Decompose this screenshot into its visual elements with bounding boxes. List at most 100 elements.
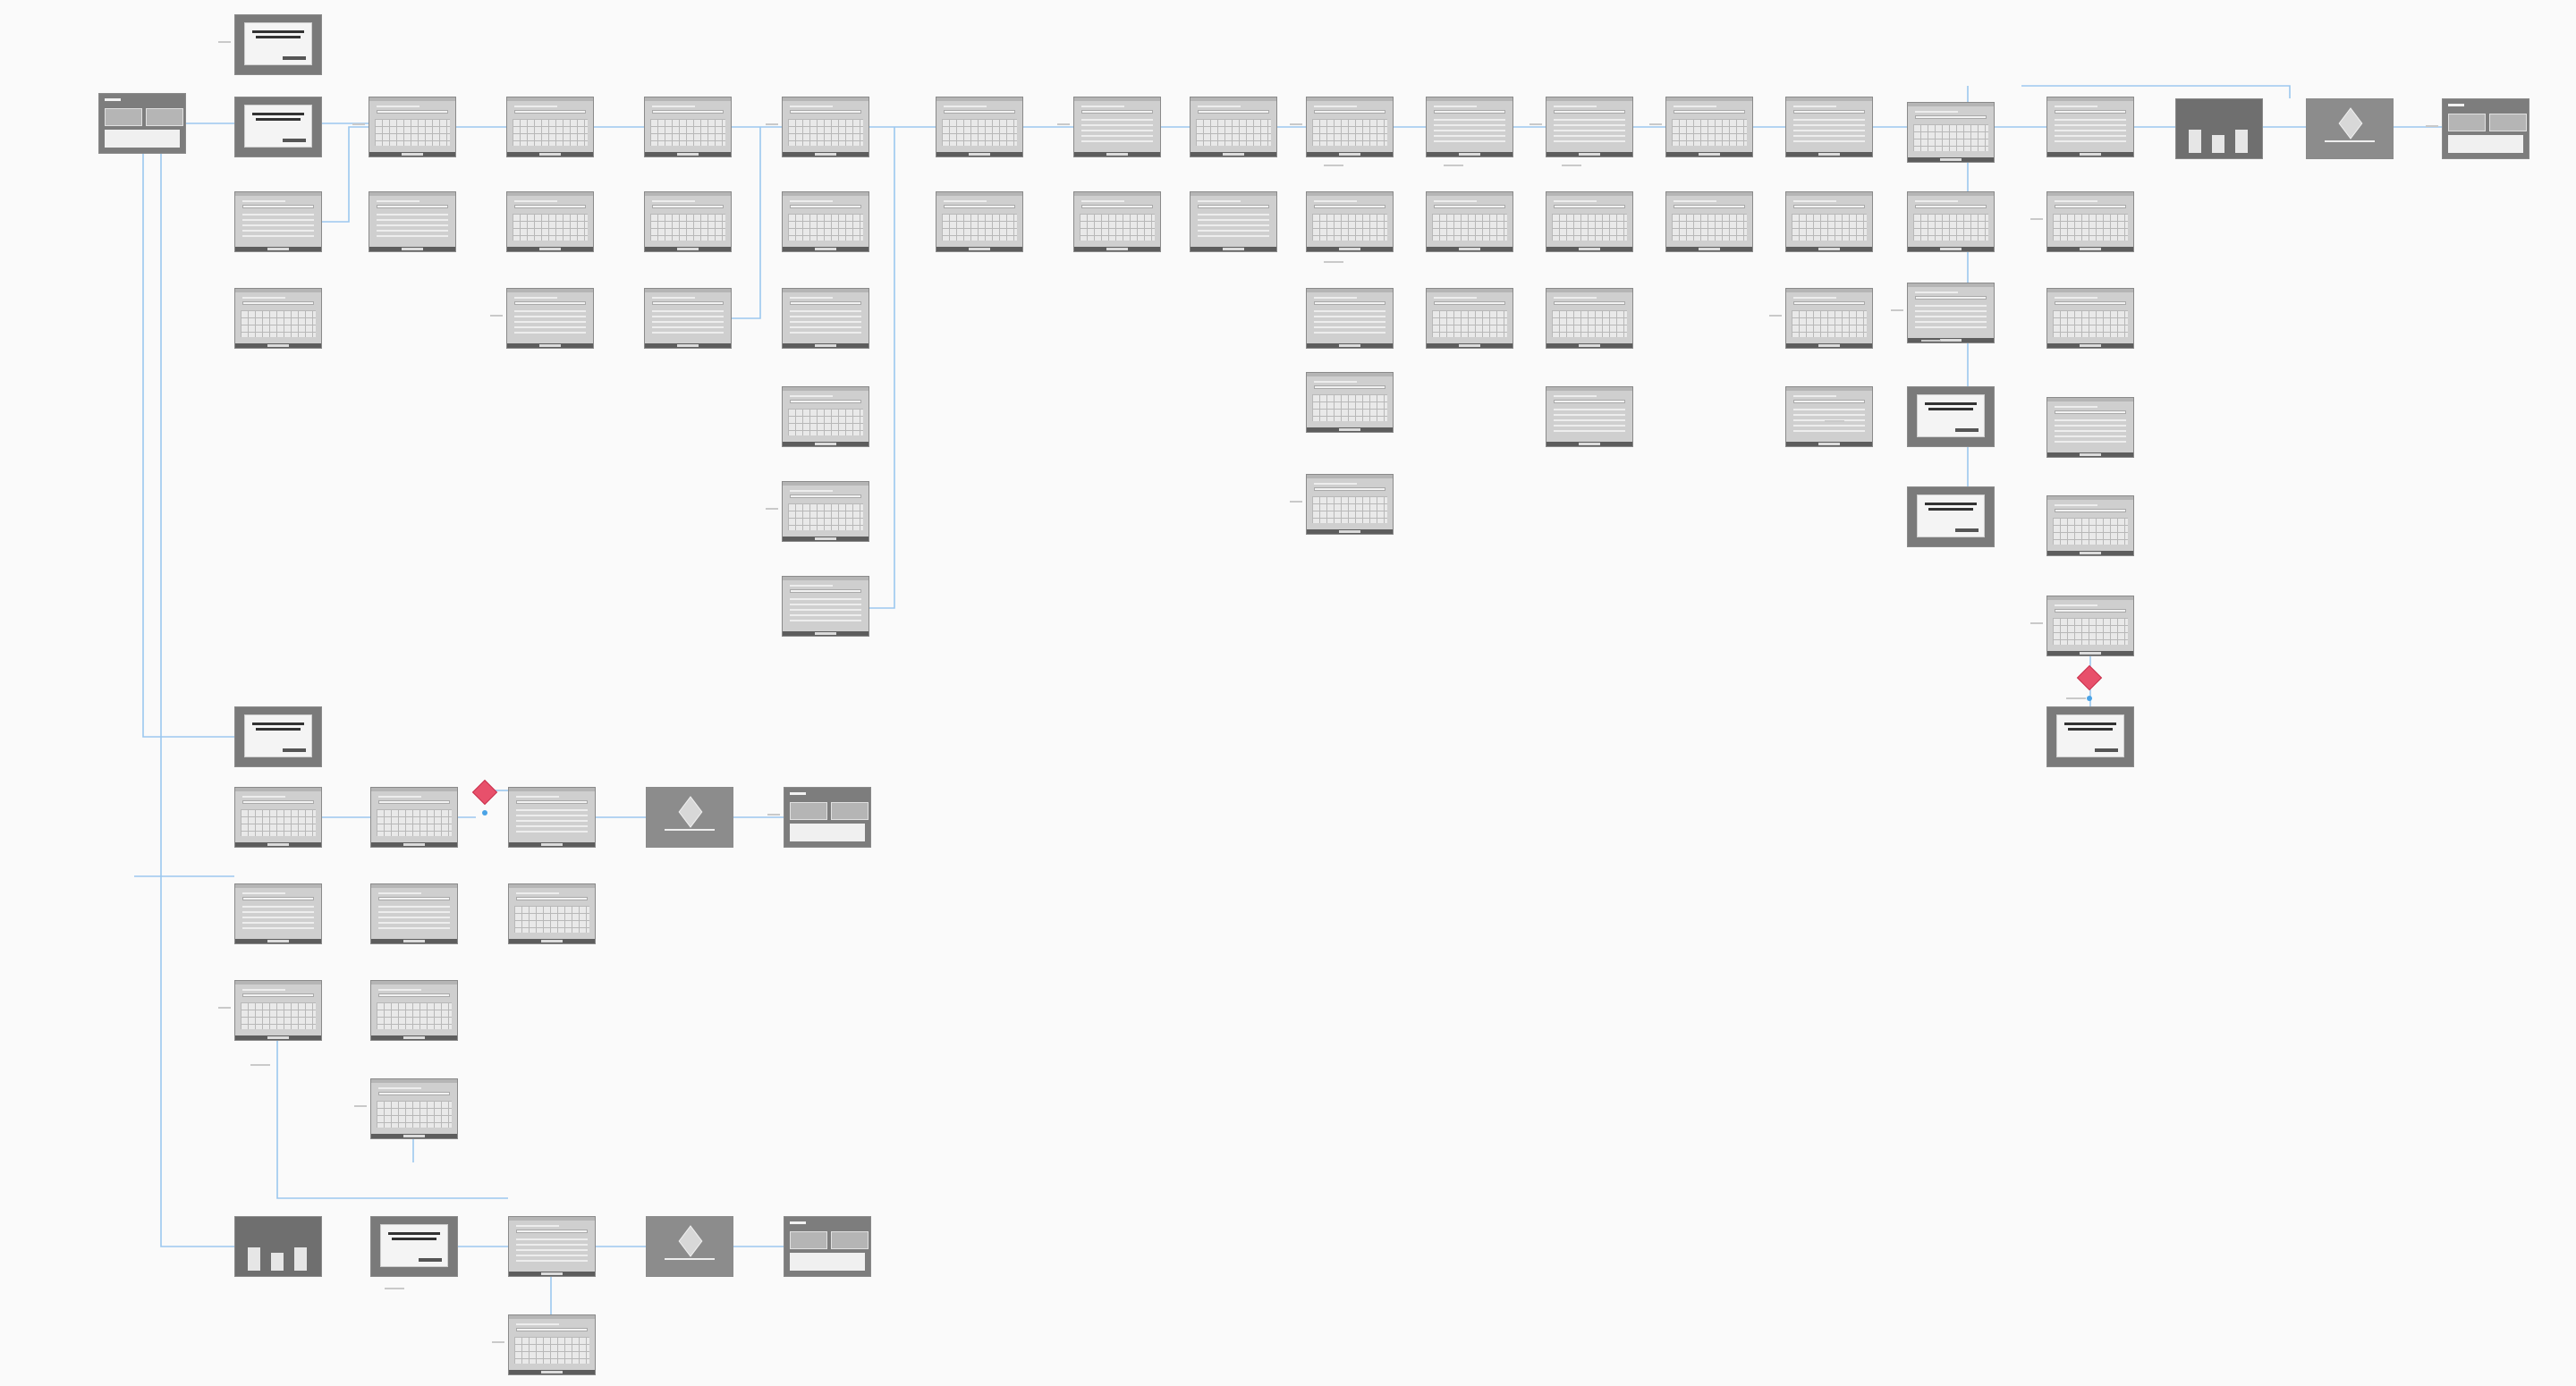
wireframe-screen[interactable] [234, 191, 322, 252]
wireframe-screen[interactable] [1306, 191, 1394, 252]
wireframe-screen[interactable] [1426, 288, 1513, 349]
wireframe-screen[interactable] [2046, 706, 2134, 767]
wireframe-screen[interactable] [369, 191, 456, 252]
wireframe-screen[interactable] [782, 191, 869, 252]
annotation-note [767, 814, 780, 816]
wireframe-screen[interactable] [508, 787, 596, 848]
wireframe-screen[interactable] [2046, 191, 2134, 252]
annotation-note [354, 1105, 367, 1107]
wireframe-screen[interactable] [2046, 97, 2134, 157]
annotation-note [1649, 123, 1662, 125]
wireframe-screen[interactable] [1907, 486, 1995, 547]
wireframe-screen[interactable] [234, 883, 322, 944]
annotation-note [2030, 622, 2043, 624]
wireframe-screen[interactable] [234, 706, 322, 767]
wireframe-screen[interactable] [1306, 474, 1394, 535]
wireframe-screen[interactable] [1073, 191, 1161, 252]
wireframe-screen[interactable] [1190, 97, 1277, 157]
wireframe-screen[interactable] [644, 97, 732, 157]
wireframe-screen[interactable] [1546, 386, 1633, 447]
flow-connector [142, 154, 234, 738]
decision-connector-dot [482, 810, 487, 816]
wireframe-screen[interactable] [2046, 288, 2134, 349]
annotation-note [1324, 165, 1343, 166]
wireframe-screen[interactable] [369, 97, 456, 157]
wireframe-screen[interactable] [370, 980, 458, 1041]
wireframe-screen[interactable] [1306, 97, 1394, 157]
wireframe-screen[interactable] [2046, 397, 2134, 458]
wireframe-screen[interactable] [1426, 97, 1513, 157]
wireframe-screen[interactable] [370, 1078, 458, 1139]
wireframe-screen[interactable] [98, 93, 186, 154]
annotation-note [490, 315, 503, 317]
wireframe-screen[interactable] [1665, 191, 1753, 252]
wireframe-screen[interactable] [2306, 98, 2394, 159]
wireframe-screen[interactable] [1546, 191, 1633, 252]
wireframe-screen[interactable] [1426, 191, 1513, 252]
wireframe-screen[interactable] [1665, 97, 1753, 157]
wireframe-screen[interactable] [506, 191, 594, 252]
wireframe-screen[interactable] [370, 883, 458, 944]
wireframe-screen[interactable] [1785, 97, 1873, 157]
wireframe-screen[interactable] [370, 787, 458, 848]
wireframe-screen[interactable] [1785, 191, 1873, 252]
wireframe-screen[interactable] [936, 97, 1023, 157]
wireframe-screen[interactable] [1190, 191, 1277, 252]
wireframe-screen[interactable] [1907, 283, 1995, 343]
wireframe-screen[interactable] [508, 1216, 596, 1277]
annotation-note [766, 508, 778, 510]
annotation-note [250, 1064, 270, 1066]
wireframe-screen[interactable] [2046, 495, 2134, 556]
wireframe-screen[interactable] [1546, 288, 1633, 349]
wireframe-screen[interactable] [234, 14, 322, 75]
wireframe-screen[interactable] [784, 787, 871, 848]
wireframe-screen[interactable] [782, 386, 869, 447]
wireframe-screen[interactable] [782, 97, 869, 157]
annotation-note [766, 123, 778, 125]
wireframe-screen[interactable] [234, 97, 322, 157]
wireframe-screen[interactable] [234, 980, 322, 1041]
wireframe-screen[interactable] [644, 191, 732, 252]
wireframe-screen[interactable] [506, 288, 594, 349]
wireframe-screen[interactable] [1907, 191, 1995, 252]
wireframe-screen[interactable] [782, 481, 869, 542]
wireframe-screen[interactable] [1306, 288, 1394, 349]
wireframe-screen[interactable] [1907, 386, 1995, 447]
flow-connector [160, 154, 234, 1247]
annotation-note [1290, 501, 1302, 503]
wireframe-screen[interactable] [782, 288, 869, 349]
annotation-note [1891, 309, 1903, 311]
wireframe-screen[interactable] [646, 787, 733, 848]
wireframe-screen[interactable] [784, 1216, 871, 1277]
wireframe-screen[interactable] [508, 883, 596, 944]
wireframe-screen[interactable] [2442, 98, 2529, 159]
wireframe-screen[interactable] [1546, 97, 1633, 157]
annotation-note [1530, 123, 1542, 125]
annotation-note [1769, 315, 1782, 317]
wireframe-screen[interactable] [1907, 102, 1995, 163]
wireframe-screen[interactable] [1785, 386, 1873, 447]
wireframe-screen[interactable] [644, 288, 732, 349]
wireframe-screen[interactable] [1306, 372, 1394, 433]
wireframe-screen[interactable] [936, 191, 1023, 252]
wireframe-screen[interactable] [234, 288, 322, 349]
decision-node[interactable] [2076, 664, 2103, 691]
flow-connector [322, 126, 369, 223]
wireframe-screen[interactable] [234, 1216, 322, 1277]
wireframe-screen[interactable] [508, 1314, 596, 1375]
decision-connector-dot [2087, 696, 2092, 701]
wireframe-screen[interactable] [1785, 288, 1873, 349]
annotation-note [218, 1007, 231, 1009]
wireframe-screen[interactable] [646, 1216, 733, 1277]
wireframe-screen[interactable] [370, 1216, 458, 1277]
wireframe-screen[interactable] [782, 576, 869, 637]
annotation-note [1057, 123, 1070, 125]
decision-node[interactable] [471, 779, 498, 806]
wireframe-screen[interactable] [234, 787, 322, 848]
wireframe-screen[interactable] [2046, 596, 2134, 656]
wireframe-screen[interactable] [2175, 98, 2263, 159]
flow-connector [869, 127, 895, 609]
wireframe-screen[interactable] [1073, 97, 1161, 157]
wireframe-screen[interactable] [506, 97, 594, 157]
